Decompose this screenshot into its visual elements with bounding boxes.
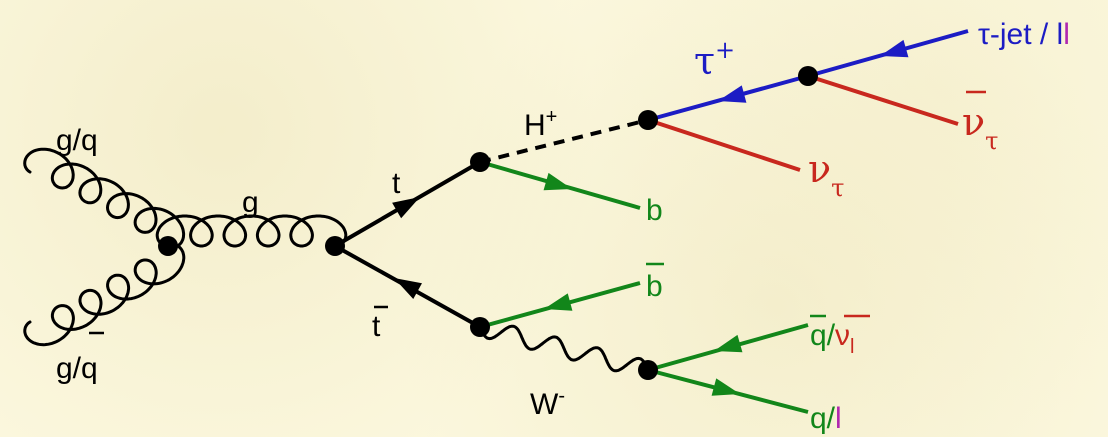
q-arrow-icon <box>711 378 740 396</box>
gluon-label: g <box>242 186 259 219</box>
top-arrow-icon <box>392 197 420 219</box>
vertex-top-pair <box>325 236 345 256</box>
antineutrino-tau-line <box>807 74 959 126</box>
vertex-tau-decay <box>798 66 818 86</box>
tau-jet-arrow-icon <box>880 39 909 58</box>
higgs-label: H+ <box>524 106 557 142</box>
vertex-w-decay <box>638 360 658 380</box>
bbar-arrow-icon <box>544 293 573 311</box>
w-label: W- <box>530 385 565 421</box>
antineutrino-tau-label: ντ <box>962 100 998 155</box>
q-lepton-label: q/l <box>810 402 842 435</box>
top-label: t <box>392 167 401 200</box>
neutrino-tau-line <box>647 118 801 172</box>
tau-arrow-icon <box>718 85 747 103</box>
gqbar-bottom-label: g/q <box>56 352 98 385</box>
tau-label: τ+ <box>694 36 735 83</box>
b-arrow-icon <box>543 172 572 191</box>
bbar-label: b <box>646 270 663 303</box>
w-boson-line <box>478 324 650 373</box>
neutrino-tau-label: ντ <box>808 147 844 202</box>
vertex-higgs-decay <box>638 110 658 130</box>
vertex-top-decay <box>470 152 490 172</box>
gluon-line-incoming-upper <box>23 147 186 249</box>
qbar-arrow-icon <box>714 334 743 353</box>
b-label: b <box>646 194 663 227</box>
gluon-propagator <box>155 214 348 248</box>
vertex-antitop-decay <box>470 317 490 337</box>
tau-jet-label: τ-jet / ll <box>978 18 1070 51</box>
qbar-nubar-label: q/νl <box>810 319 854 358</box>
charged-higgs-line <box>479 118 649 164</box>
antitop-arrow-icon <box>394 278 422 299</box>
gq-top-label: g/q <box>56 124 98 157</box>
gluon-line-incoming-lower <box>23 243 186 347</box>
vertex-gluon-fusion <box>158 236 178 256</box>
antitop-label: t <box>372 310 381 343</box>
